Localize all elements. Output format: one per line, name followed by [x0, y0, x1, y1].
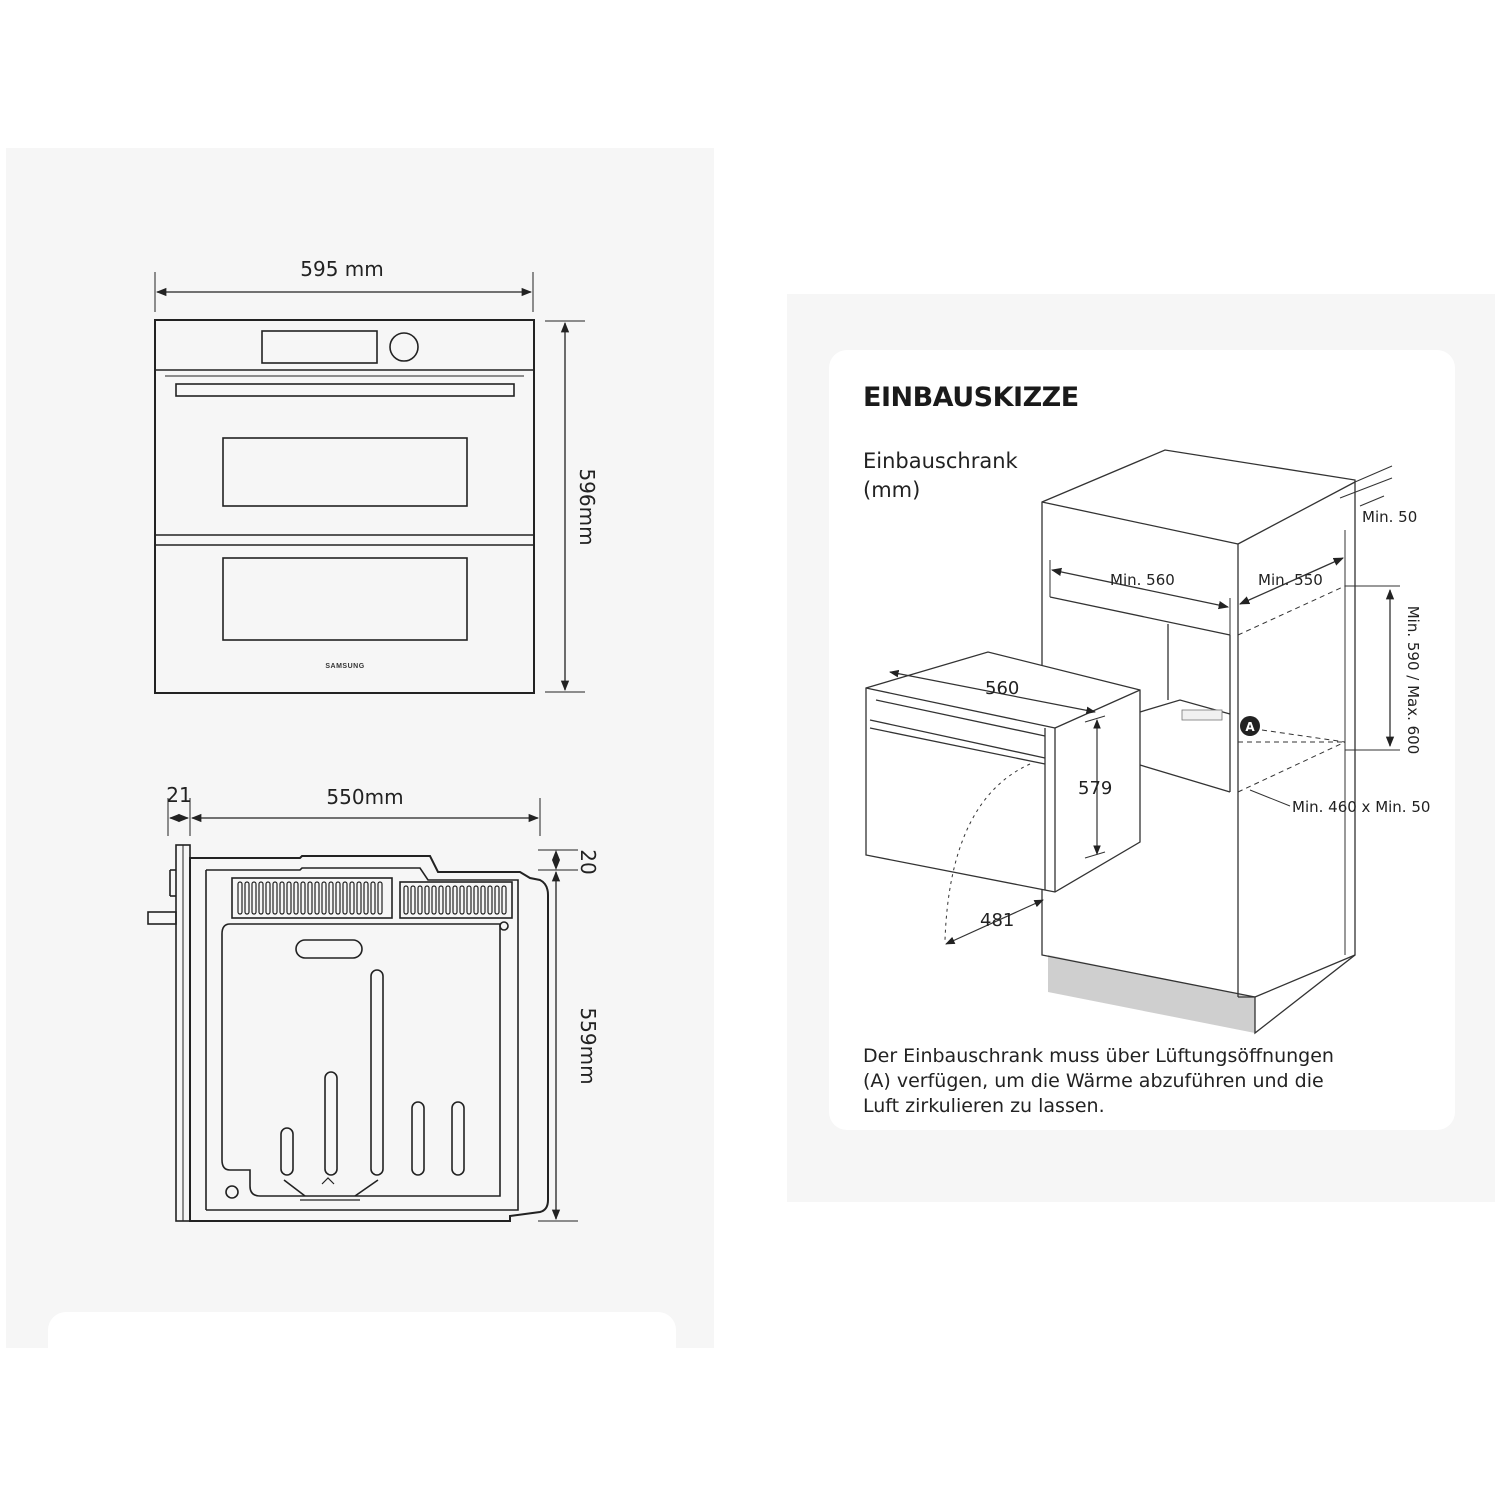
control-display: [261, 330, 378, 364]
vent-slat: [265, 881, 271, 915]
brand-logo: SAMSUNG: [325, 663, 364, 670]
vent-slat: [473, 885, 479, 915]
vent-slat: [314, 881, 320, 915]
side-height-label: 559mm: [576, 1007, 600, 1084]
label-min-50-top: Min. 50: [1362, 508, 1417, 526]
label-oven-height: 579: [1078, 778, 1112, 799]
vent-slat: [244, 881, 250, 915]
install-title: EINBAUSKIZZE: [863, 382, 1079, 413]
vent-slat: [251, 881, 257, 915]
label-min-550: Min. 550: [1258, 571, 1323, 589]
vent-slat: [466, 885, 472, 915]
front-height-label: 596mm: [575, 468, 599, 545]
install-description-line1: Der Einbauschrank muss über Lüftungsöffn…: [863, 1045, 1334, 1067]
label-oven-width: 560: [985, 678, 1019, 699]
vent-slat: [293, 881, 299, 915]
install-subtitle-line2: (mm): [863, 478, 920, 502]
vent-slat: [410, 885, 416, 915]
vent-slat: [487, 885, 493, 915]
install-description-line2: (A) verfügen, um die Wärme abzuführen un…: [863, 1070, 1324, 1092]
cabinet-outline: [1041, 449, 1356, 1035]
vent-slat: [258, 881, 264, 915]
vent-slat: [452, 885, 458, 915]
front-thickness-label: 21: [166, 783, 191, 807]
label-min-max-height: Min. 590 / Max. 600: [1404, 606, 1422, 755]
side-handle: [147, 911, 177, 925]
depth-label: 550mm: [326, 785, 403, 809]
vent-slat: [237, 881, 243, 915]
vent-slat: [424, 885, 430, 915]
vent-slat: [370, 881, 376, 915]
side-view: [147, 798, 578, 1222]
vent-slat: [342, 881, 348, 915]
vent-marker-a: [1240, 716, 1260, 736]
vent-slat: [286, 881, 292, 915]
lower-window: [222, 557, 468, 641]
vent-slat: [356, 881, 362, 915]
cabinet-drawing: [865, 449, 1400, 1035]
side-body-outline: [189, 855, 549, 1222]
vent-slat: [501, 885, 507, 915]
cabinet-plinth: [1048, 955, 1255, 1033]
control-knob: [389, 332, 419, 362]
vent-slat: [328, 881, 334, 915]
vent-slat: [480, 885, 486, 915]
side-cavity: [221, 923, 501, 1197]
front-width-label: 595 mm: [300, 257, 384, 281]
vent-slat: [494, 885, 500, 915]
vent-slat: [417, 885, 423, 915]
vent-slat: [335, 881, 341, 915]
vent-slat: [377, 881, 383, 915]
upper-window: [222, 437, 468, 507]
vent-slat: [445, 885, 451, 915]
vent-slat: [431, 885, 437, 915]
side-grip-slot: [295, 939, 363, 959]
label-min-560: Min. 560: [1110, 571, 1175, 589]
top-offset-label: 20: [576, 849, 600, 874]
door-handle: [175, 383, 515, 397]
vent-slat: [272, 881, 278, 915]
left-bottom-card: [48, 1312, 676, 1392]
label-vent-size: Min. 460 x Min. 50: [1292, 798, 1430, 816]
vent-slat: [300, 881, 306, 915]
vent-slat: [279, 881, 285, 915]
vent-slat: [459, 885, 465, 915]
vent-marker-a-label: A: [1245, 720, 1255, 734]
vent-slat: [363, 881, 369, 915]
vent-slat: [438, 885, 444, 915]
side-vent-slats: [237, 881, 507, 915]
label-door-depth: 481: [980, 910, 1014, 931]
vent-slat: [349, 881, 355, 915]
install-subtitle-line1: Einbauschrank: [863, 449, 1019, 473]
install-description-line3: Luft zirkulieren zu lassen.: [863, 1095, 1105, 1117]
left-panel: [6, 148, 714, 1348]
vent-slat: [321, 881, 327, 915]
top-offset-dimension-marker: [552, 850, 560, 870]
vent-slat: [403, 885, 409, 915]
vent-slat: [307, 881, 313, 915]
front-view: [154, 272, 585, 694]
oven-front-body: [154, 319, 535, 694]
